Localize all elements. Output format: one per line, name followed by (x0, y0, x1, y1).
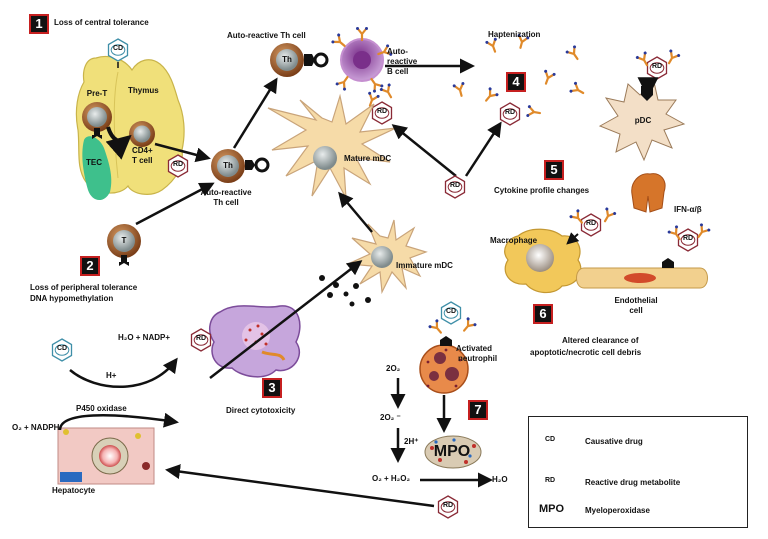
legend-rd-text: RD (544, 477, 556, 484)
legend-mpo-key: MPO (539, 503, 565, 515)
mature-mdc-label: Mature mDC (344, 154, 392, 163)
o2-h2o2-label: O₂ + H₂O₂ (372, 474, 411, 483)
rd-text-center: RD (449, 182, 461, 189)
pre-t-cell (82, 102, 112, 139)
two-o2-minus-label: 2O₂ ⁻ (380, 413, 401, 422)
mpo-cluster (424, 435, 482, 469)
activated-neutrophil (419, 344, 469, 394)
auto-th-top-label: Auto-reactive Th cell (227, 31, 306, 40)
auto-th-mid-label-2: Th cell (213, 198, 239, 207)
immature-mdc (345, 219, 428, 295)
t-cell-label: T (121, 236, 127, 245)
step-7-badge: 7 (468, 400, 488, 420)
activated-label-1: Activated (456, 344, 493, 353)
step-5-title: Cytokine profile changes (494, 186, 590, 195)
auto-reactive-b-cell (329, 25, 394, 95)
auto-b-label-1: Auto- (387, 47, 408, 56)
auto-reactive-th-cell-mid (211, 149, 270, 183)
step-4-badge: 4 (506, 72, 526, 92)
rd-text-endothelial: RD (682, 235, 694, 242)
legend-cd-text: CD (544, 436, 556, 443)
auto-reactive-t-cell-peripheral (107, 224, 141, 266)
step-6-title-2: apoptotic/necrotic cell debris (530, 348, 642, 357)
mature-mdc (267, 93, 397, 199)
step-6-badge: 6 (533, 304, 553, 324)
legend-causative: Causative drug (585, 437, 643, 446)
pdc-cell (598, 81, 686, 162)
hepatocyte (57, 427, 155, 485)
o2-nadph-label: O₂ + NADPH (12, 423, 60, 432)
endothelial-cell (576, 267, 708, 289)
two-o2-label: 2O₂ (386, 364, 401, 373)
activated-label-2: neutrophil (458, 354, 498, 363)
rd-text-pdc: RD (651, 63, 663, 70)
endothelial-label-2: cell (629, 306, 643, 315)
legend-box: CD Causative drug RD Reactive drug metab… (528, 416, 748, 528)
immature-mdc-label: Immature mDC (396, 261, 453, 270)
th-cell-label-mid: Th (223, 161, 233, 170)
cd-text-neutrophil: CD (445, 308, 457, 315)
rd-text-bottom: RD (442, 502, 454, 509)
pathway-arrows (58, 58, 502, 508)
auto-b-label-2: reactive (387, 57, 418, 66)
cd4-label-line2: T cell (132, 156, 153, 165)
dark-particles (319, 275, 371, 307)
step-2-title: Loss of peripheral tolerance (30, 283, 138, 292)
cd4-label-line1: CD4+ (132, 146, 153, 155)
cd-text-thymus: CD (112, 45, 124, 52)
thymus-label: Thymus (128, 86, 159, 95)
step-1-title: Loss of central tolerance (54, 18, 149, 27)
legend-mpo-desc: Myeloperoxidase (585, 506, 650, 515)
endothelial-receptor (662, 258, 674, 268)
th-cell-label-top: Th (282, 55, 292, 64)
cd-text-step3: CD (56, 345, 68, 352)
tec-cell (82, 136, 112, 201)
auto-th-mid-label-1: Auto-reactive (200, 188, 252, 197)
step-1-badge: 1 (29, 14, 49, 34)
macrophage-label: Macrophage (490, 236, 538, 245)
h2o-label: H₂O (492, 475, 508, 484)
h-plus-label: H+ (106, 371, 117, 380)
legend-reactive: Reactive drug metabolite (585, 478, 681, 487)
step-6-title: Altered clearance of (562, 336, 639, 345)
pdc-label: pDC (634, 116, 652, 125)
auto-b-label-3: B cell (387, 67, 409, 76)
pre-t-label: Pre-T (86, 89, 108, 98)
hepatocyte-label: Hepatocyte (52, 486, 96, 495)
ifn-shape (631, 173, 666, 213)
rd-text-hapt-right: RD (504, 109, 516, 116)
rd-text-step3: RD (195, 335, 207, 342)
step-3-badge: 3 (262, 378, 282, 398)
endothelial-label-1: Endothelial (614, 296, 658, 305)
step-3-title: Direct cytotoxicity (226, 406, 296, 415)
p450-label: P450 oxidase (76, 404, 127, 413)
step-2-badge: 2 (80, 256, 100, 276)
auto-reactive-th-cell-top (270, 43, 329, 77)
two-h-label: 2H⁺ (404, 437, 419, 446)
step-4-title: Haptenization (488, 30, 541, 39)
arrow-pre-t-to-cd4 (105, 126, 132, 160)
mpo-cell-label: MPO (433, 443, 471, 460)
arrow-to-macrophage (566, 232, 580, 245)
step-2-subtitle: DNA hypomethylation (30, 294, 114, 303)
h2o-nadp-label: H₂O + NADP+ (118, 333, 171, 342)
apoptotic-cell (208, 305, 301, 378)
tec-label: TEC (86, 158, 102, 167)
rd-text-mid: RD (172, 161, 184, 168)
ifn-label: IFN-α/β (674, 205, 702, 214)
neutrophil-receptor (440, 336, 452, 346)
step-5-badge: 5 (544, 160, 564, 180)
rd-text-macrophage: RD (585, 220, 597, 227)
rd-text-hapt-left: RD (376, 108, 388, 115)
macrophage (504, 228, 582, 294)
cd4-t-cell (129, 121, 155, 147)
